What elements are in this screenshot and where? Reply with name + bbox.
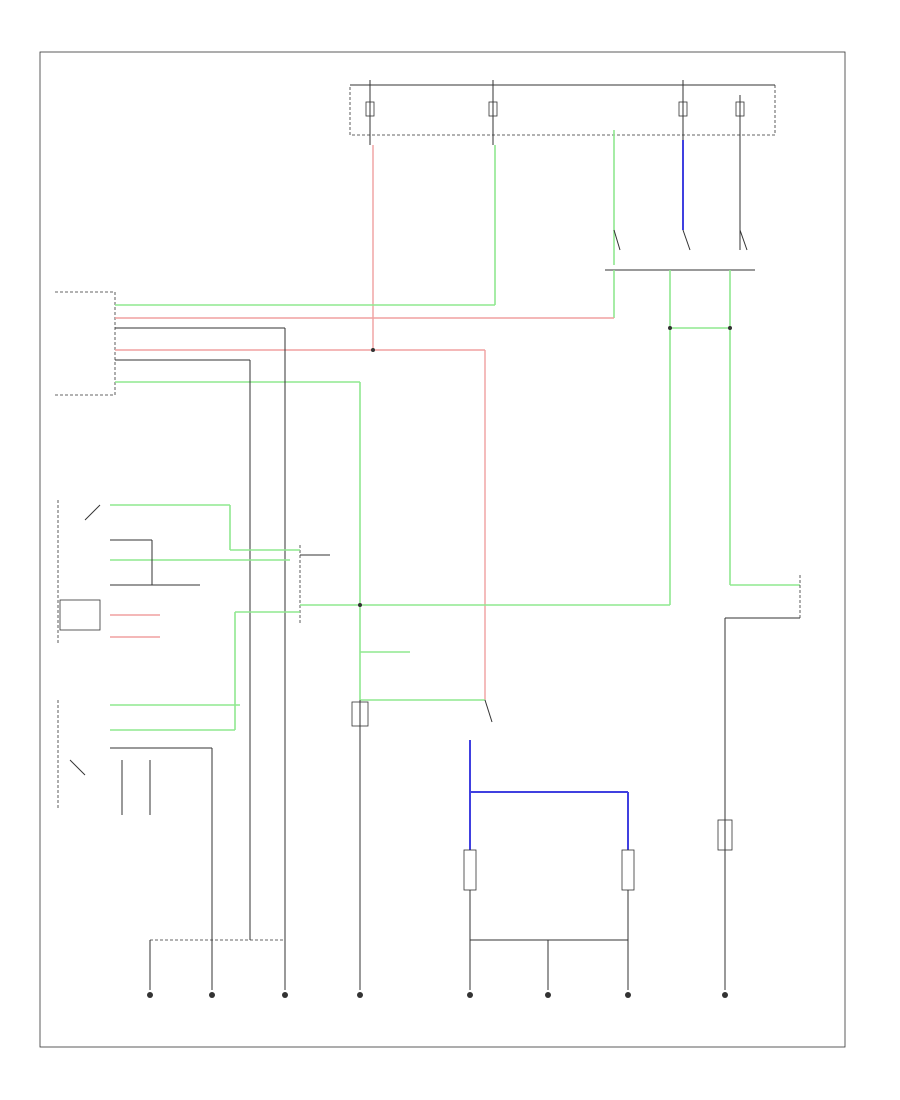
fuse-block	[349, 80, 776, 145]
left-door-switch	[463, 849, 477, 891]
ground-icon	[722, 992, 728, 998]
lower-left-switch	[57, 700, 240, 990]
junction-node	[371, 348, 375, 352]
ground-points	[147, 992, 728, 998]
relay-switch-group	[605, 229, 755, 271]
left-switch-assembly	[57, 500, 290, 645]
right-door-switch	[621, 849, 635, 891]
ground-icon	[357, 992, 363, 998]
junction-node	[728, 326, 732, 330]
junction-node	[358, 603, 362, 607]
right-motor	[717, 575, 801, 990]
ground-icon	[625, 992, 631, 998]
junction-node	[668, 326, 672, 330]
left-connector	[55, 291, 116, 396]
ground-icon	[545, 992, 551, 998]
ground-icon	[282, 992, 288, 998]
ground-icon	[467, 992, 473, 998]
diagram-border	[39, 51, 846, 1048]
ground-icon	[209, 992, 215, 998]
ground-icon	[147, 992, 153, 998]
